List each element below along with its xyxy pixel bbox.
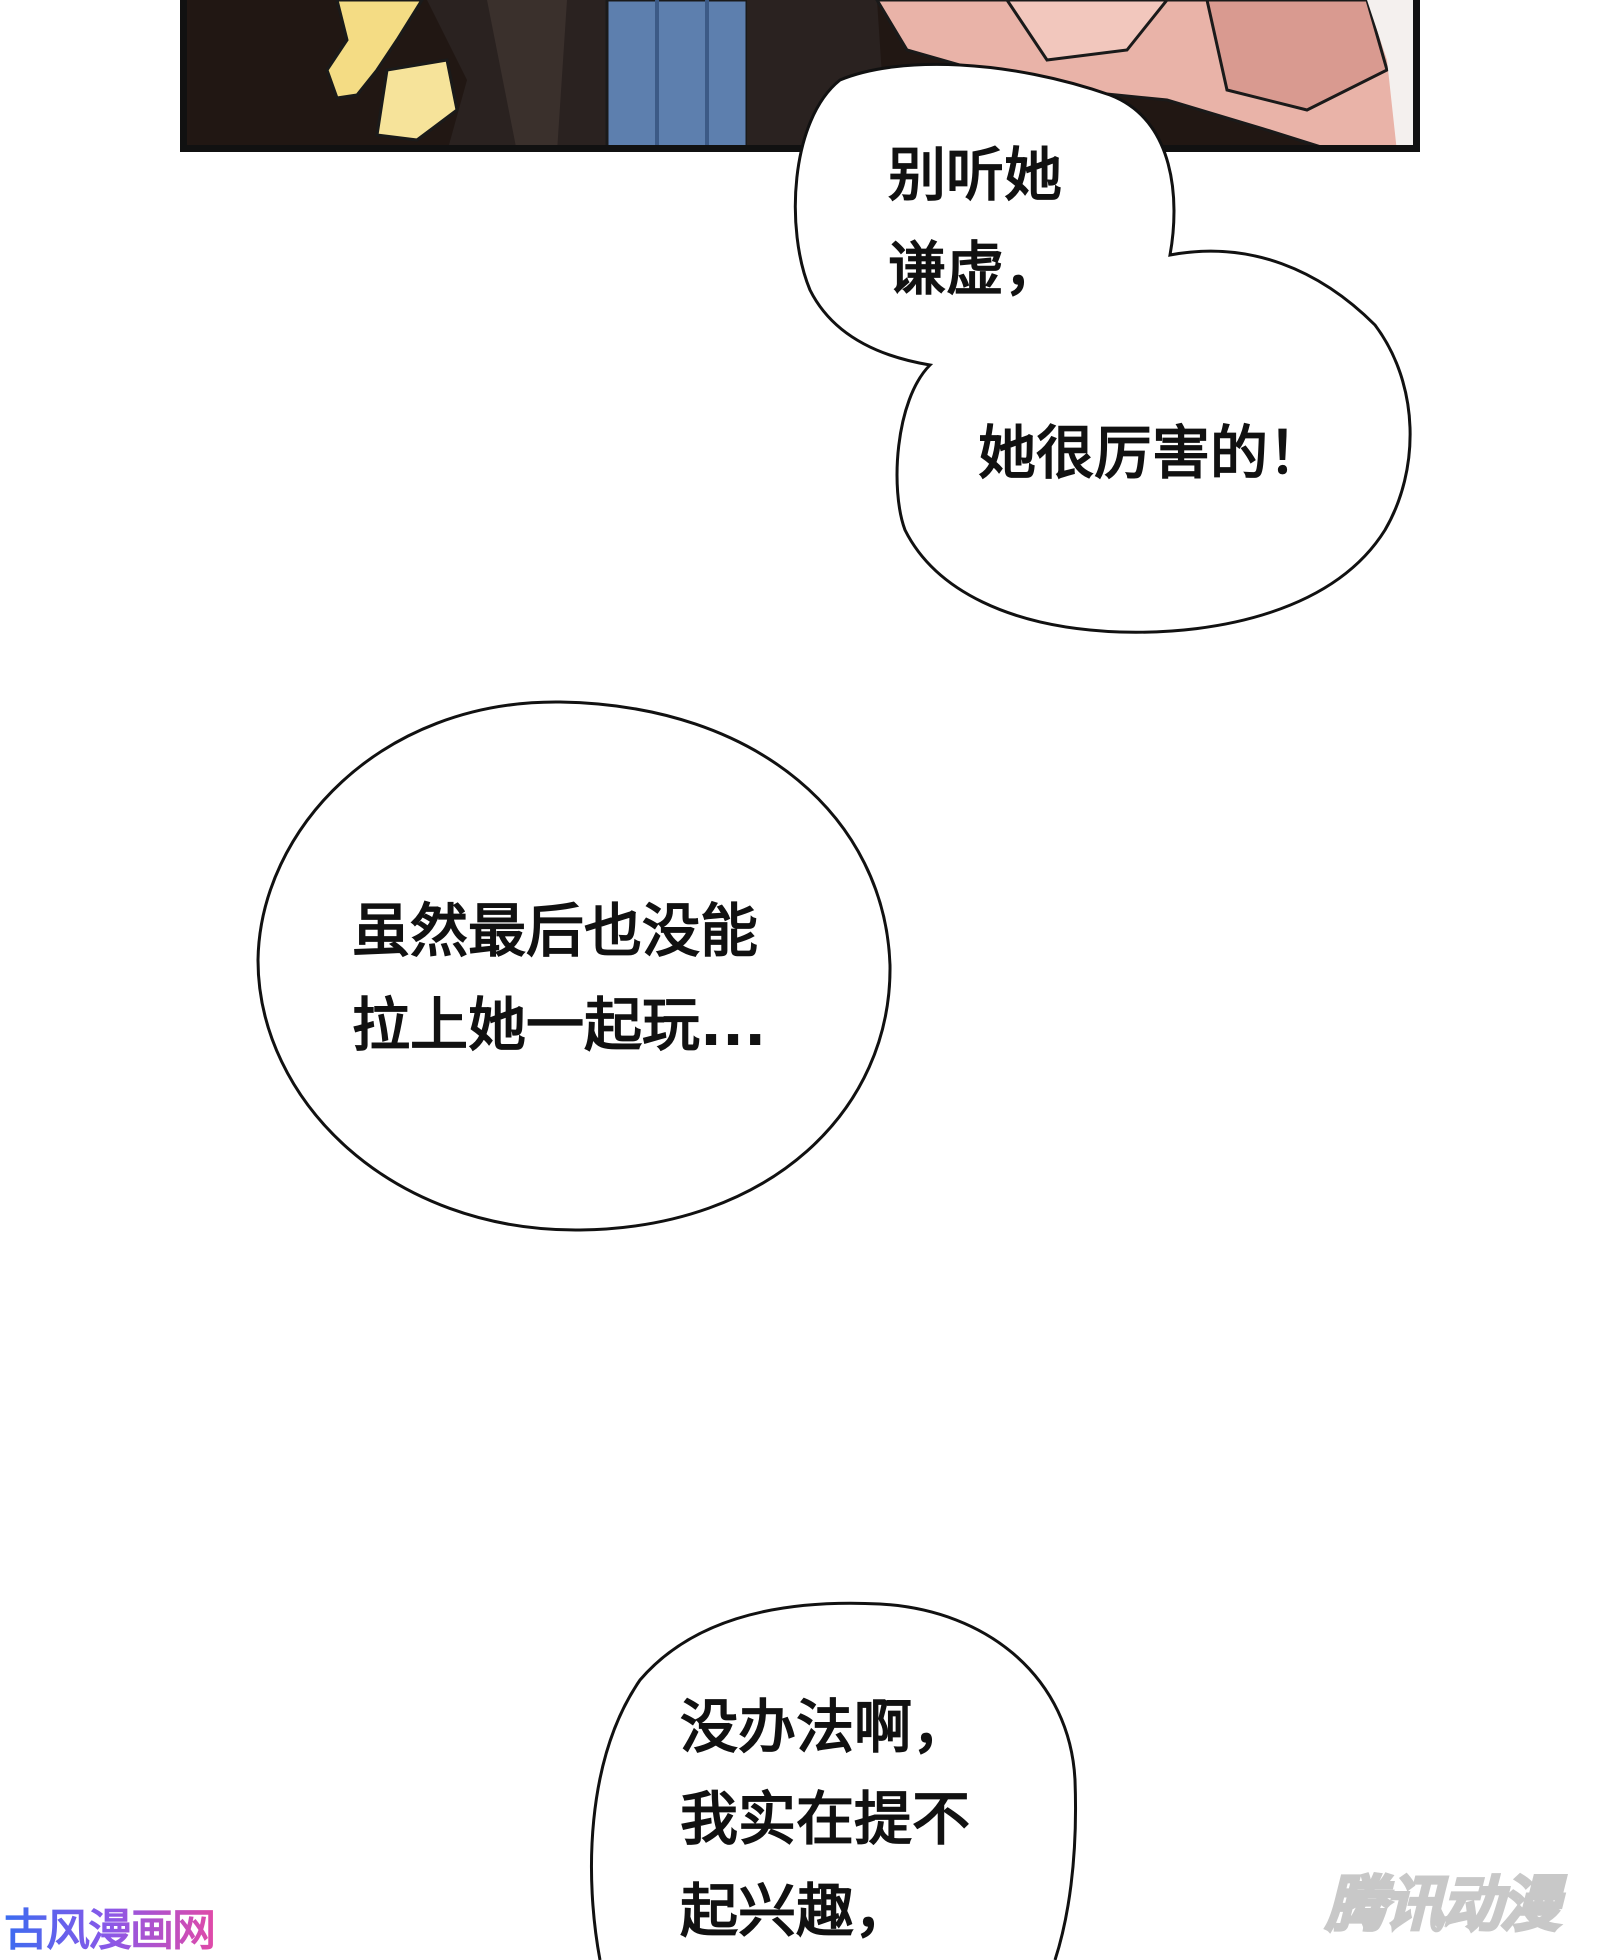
speech-bubble-2-line-2: 拉上她一起玩... [352,991,767,1059]
speech-bubble-2-line-1: 虽然最后也没能 [352,897,759,965]
comic-panel-illustration [180,0,1420,152]
watermark-site-logo: 古风漫画网 [4,1905,216,1956]
speech-bubble-1-outline [793,62,1412,634]
panel-artwork [187,0,1413,145]
watermark-publisher-logo: 腾讯动漫 [1325,1869,1562,1942]
speech-bubble-3-line-2: 我实在提不 [680,1785,971,1853]
speech-bubble-3-line-3: 起兴趣， [680,1877,913,1945]
speech-bubble-3-line-1: 没办法啊， [680,1693,971,1761]
speech-bubble-1-line-3: 她很厉害的！ [978,419,1327,487]
speech-bubble-3-outline [589,1601,1078,1960]
speech-bubble-1-line-2: 谦虚， [888,235,1063,303]
speech-bubble-1-line-1: 别听她 [888,141,1063,209]
speech-bubble-2-outline [256,700,892,1232]
